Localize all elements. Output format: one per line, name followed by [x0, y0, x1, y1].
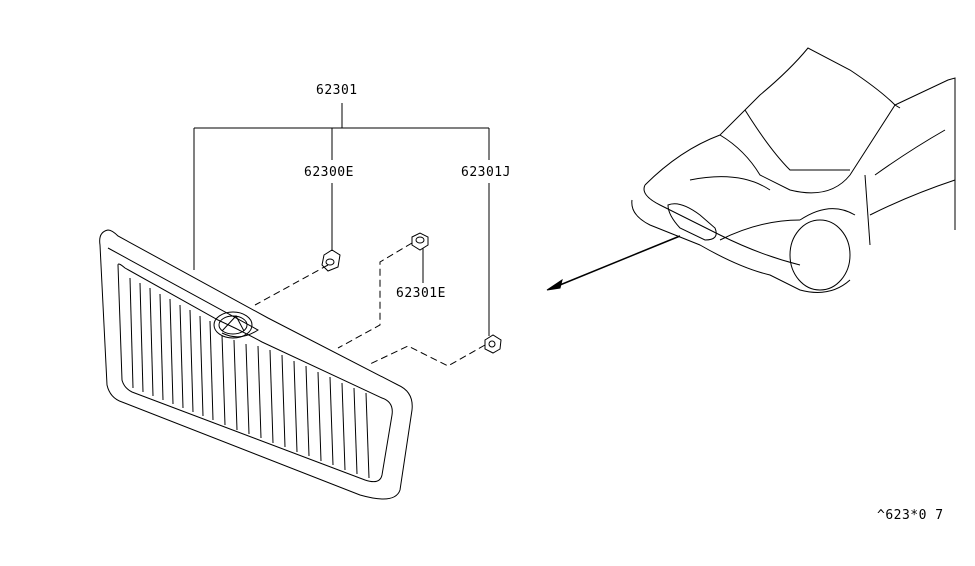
- car-illustration: [631, 47, 956, 293]
- label-62300E: 62300E: [304, 165, 354, 180]
- label-62301: 62301: [316, 83, 358, 98]
- clip-62300E: [321, 249, 341, 272]
- label-62301E: 62301E: [396, 286, 446, 301]
- emblem-icon: [213, 311, 253, 339]
- grille: [99, 229, 413, 500]
- label-62301J: 62301J: [461, 165, 511, 180]
- leader-lines: [193, 103, 490, 336]
- clip-62301J: [484, 334, 502, 354]
- diagram-code: ^623*0 7: [877, 508, 944, 523]
- clip-62301E: [411, 232, 429, 251]
- arrow-icon: [546, 235, 681, 291]
- dashed-fitting-lines: [254, 242, 486, 367]
